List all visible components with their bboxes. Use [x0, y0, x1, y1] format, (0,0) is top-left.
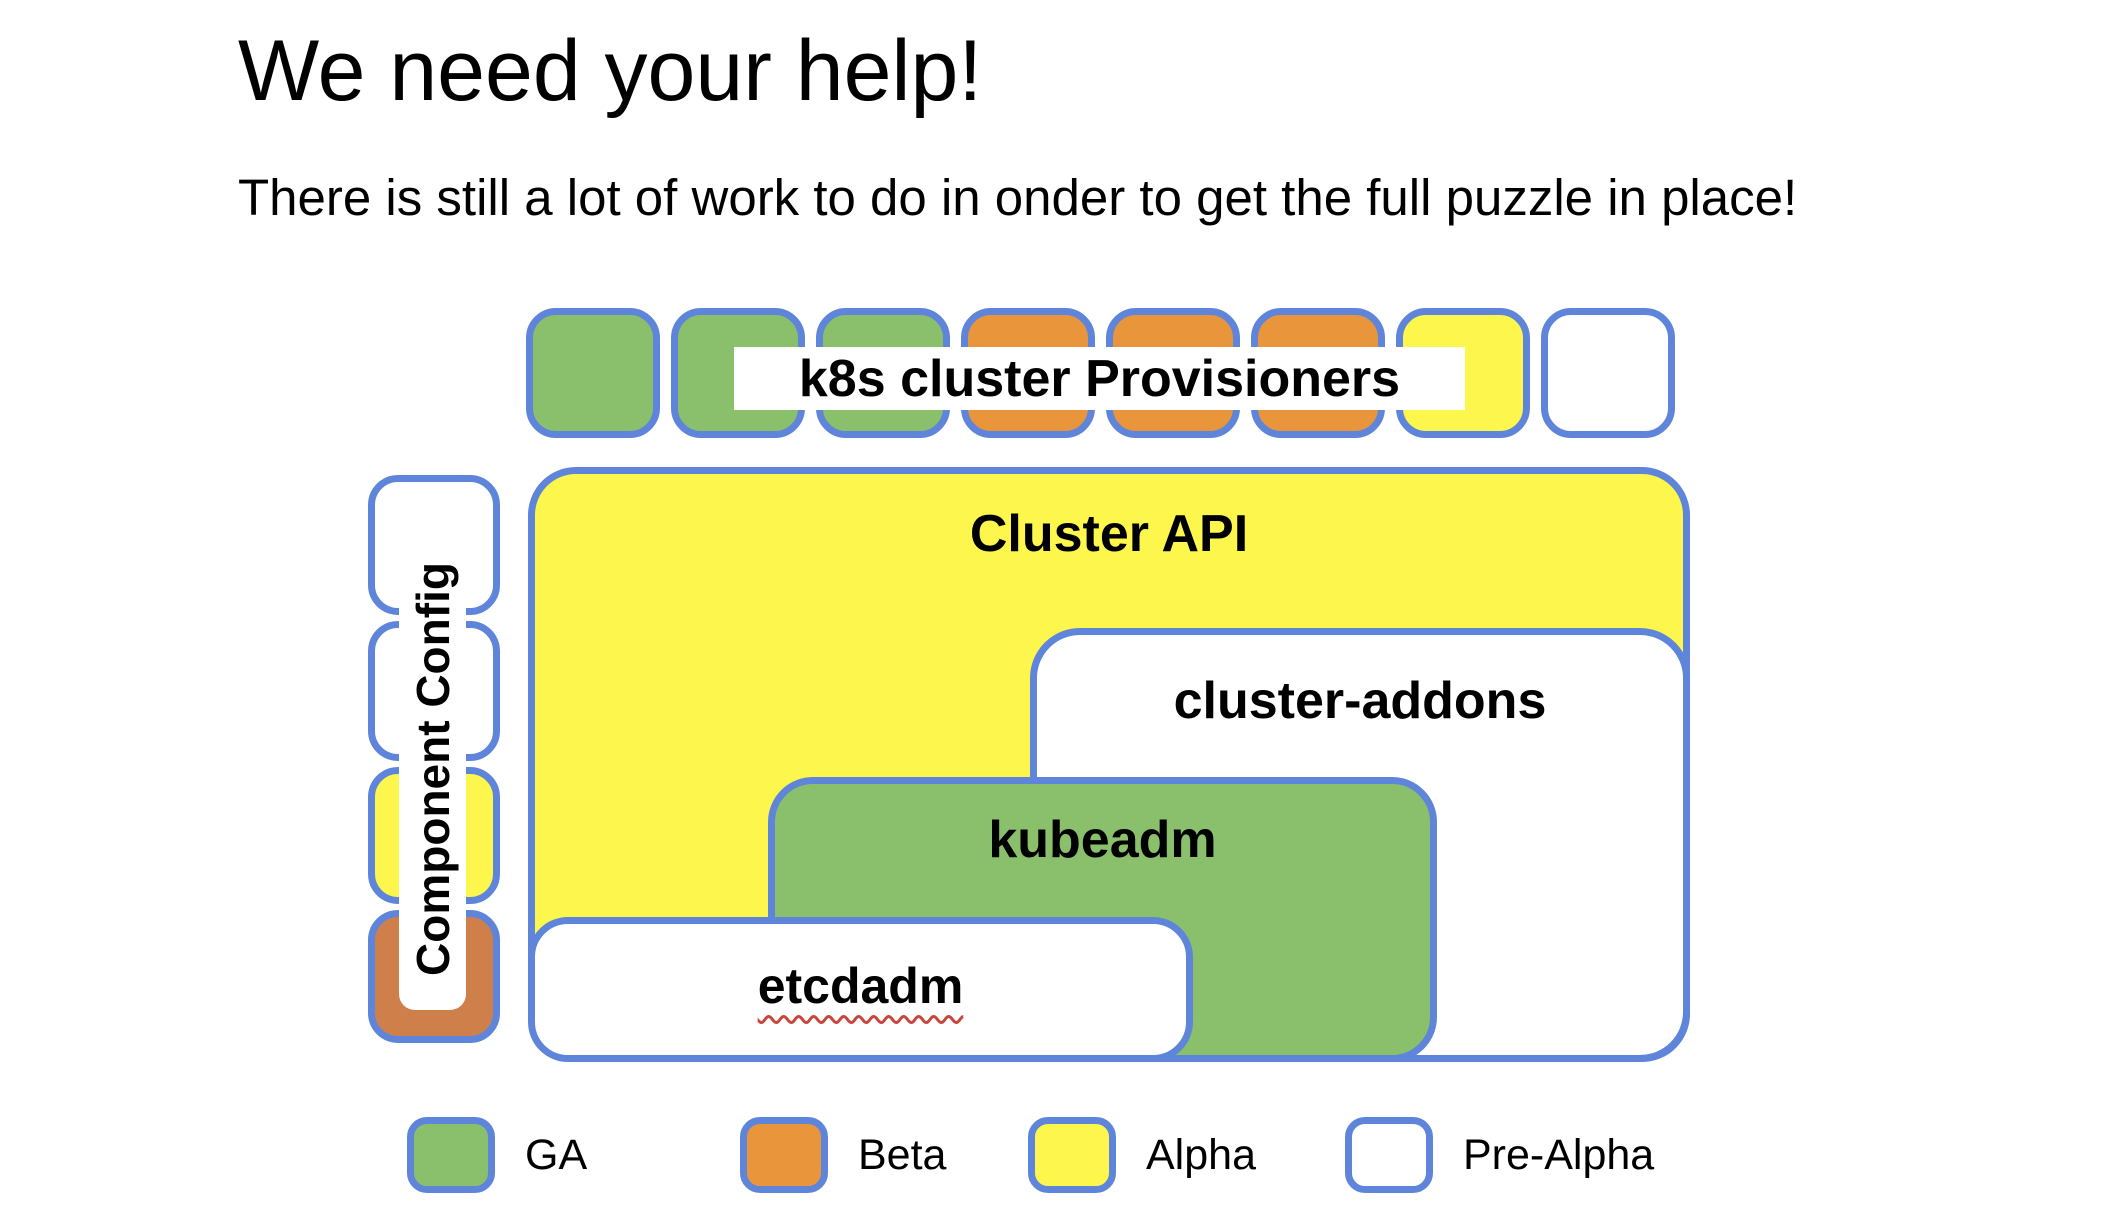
component-config-label: Component Config: [406, 562, 459, 976]
etcdadm-box: etcdadm: [528, 917, 1193, 1062]
legend-label-pre-alpha: Pre-Alpha: [1463, 1130, 1655, 1179]
legend-item-pre-alpha: Pre-Alpha: [1345, 1117, 1654, 1193]
legend-item-beta: Beta: [740, 1117, 946, 1193]
etcdadm-label-text: etcdadm: [757, 958, 964, 1014]
legend-swatch-ga: [407, 1117, 495, 1193]
legend-item-ga: GA: [407, 1117, 587, 1193]
legend-swatch-pre-alpha: [1345, 1117, 1433, 1193]
puzzle-piece-ga: [526, 308, 660, 438]
legend-label-beta: Beta: [858, 1130, 947, 1179]
legend-swatch-beta: [740, 1117, 828, 1193]
legend-swatch-alpha: [1028, 1117, 1116, 1193]
provisioners-label: k8s cluster Provisioners: [798, 349, 1401, 408]
legend-label-ga: GA: [525, 1130, 588, 1179]
slide-title: We need your help!: [238, 23, 983, 119]
slide-subtitle: There is still a lot of work to do in on…: [238, 169, 1798, 226]
legend-label-alpha: Alpha: [1146, 1130, 1256, 1179]
legend-item-alpha: Alpha: [1028, 1117, 1256, 1193]
etcdadm-label: etcdadm: [535, 957, 1186, 1015]
kubeadm-label: kubeadm: [988, 811, 1217, 869]
puzzle-piece-pre-alpha: [1541, 308, 1675, 438]
component-config-label-box: Component Config: [399, 528, 466, 1010]
cluster-addons-label: cluster-addons: [1173, 672, 1547, 730]
cluster-api-label: Cluster API: [969, 505, 1249, 563]
provisioners-label-box: k8s cluster Provisioners: [734, 347, 1465, 410]
